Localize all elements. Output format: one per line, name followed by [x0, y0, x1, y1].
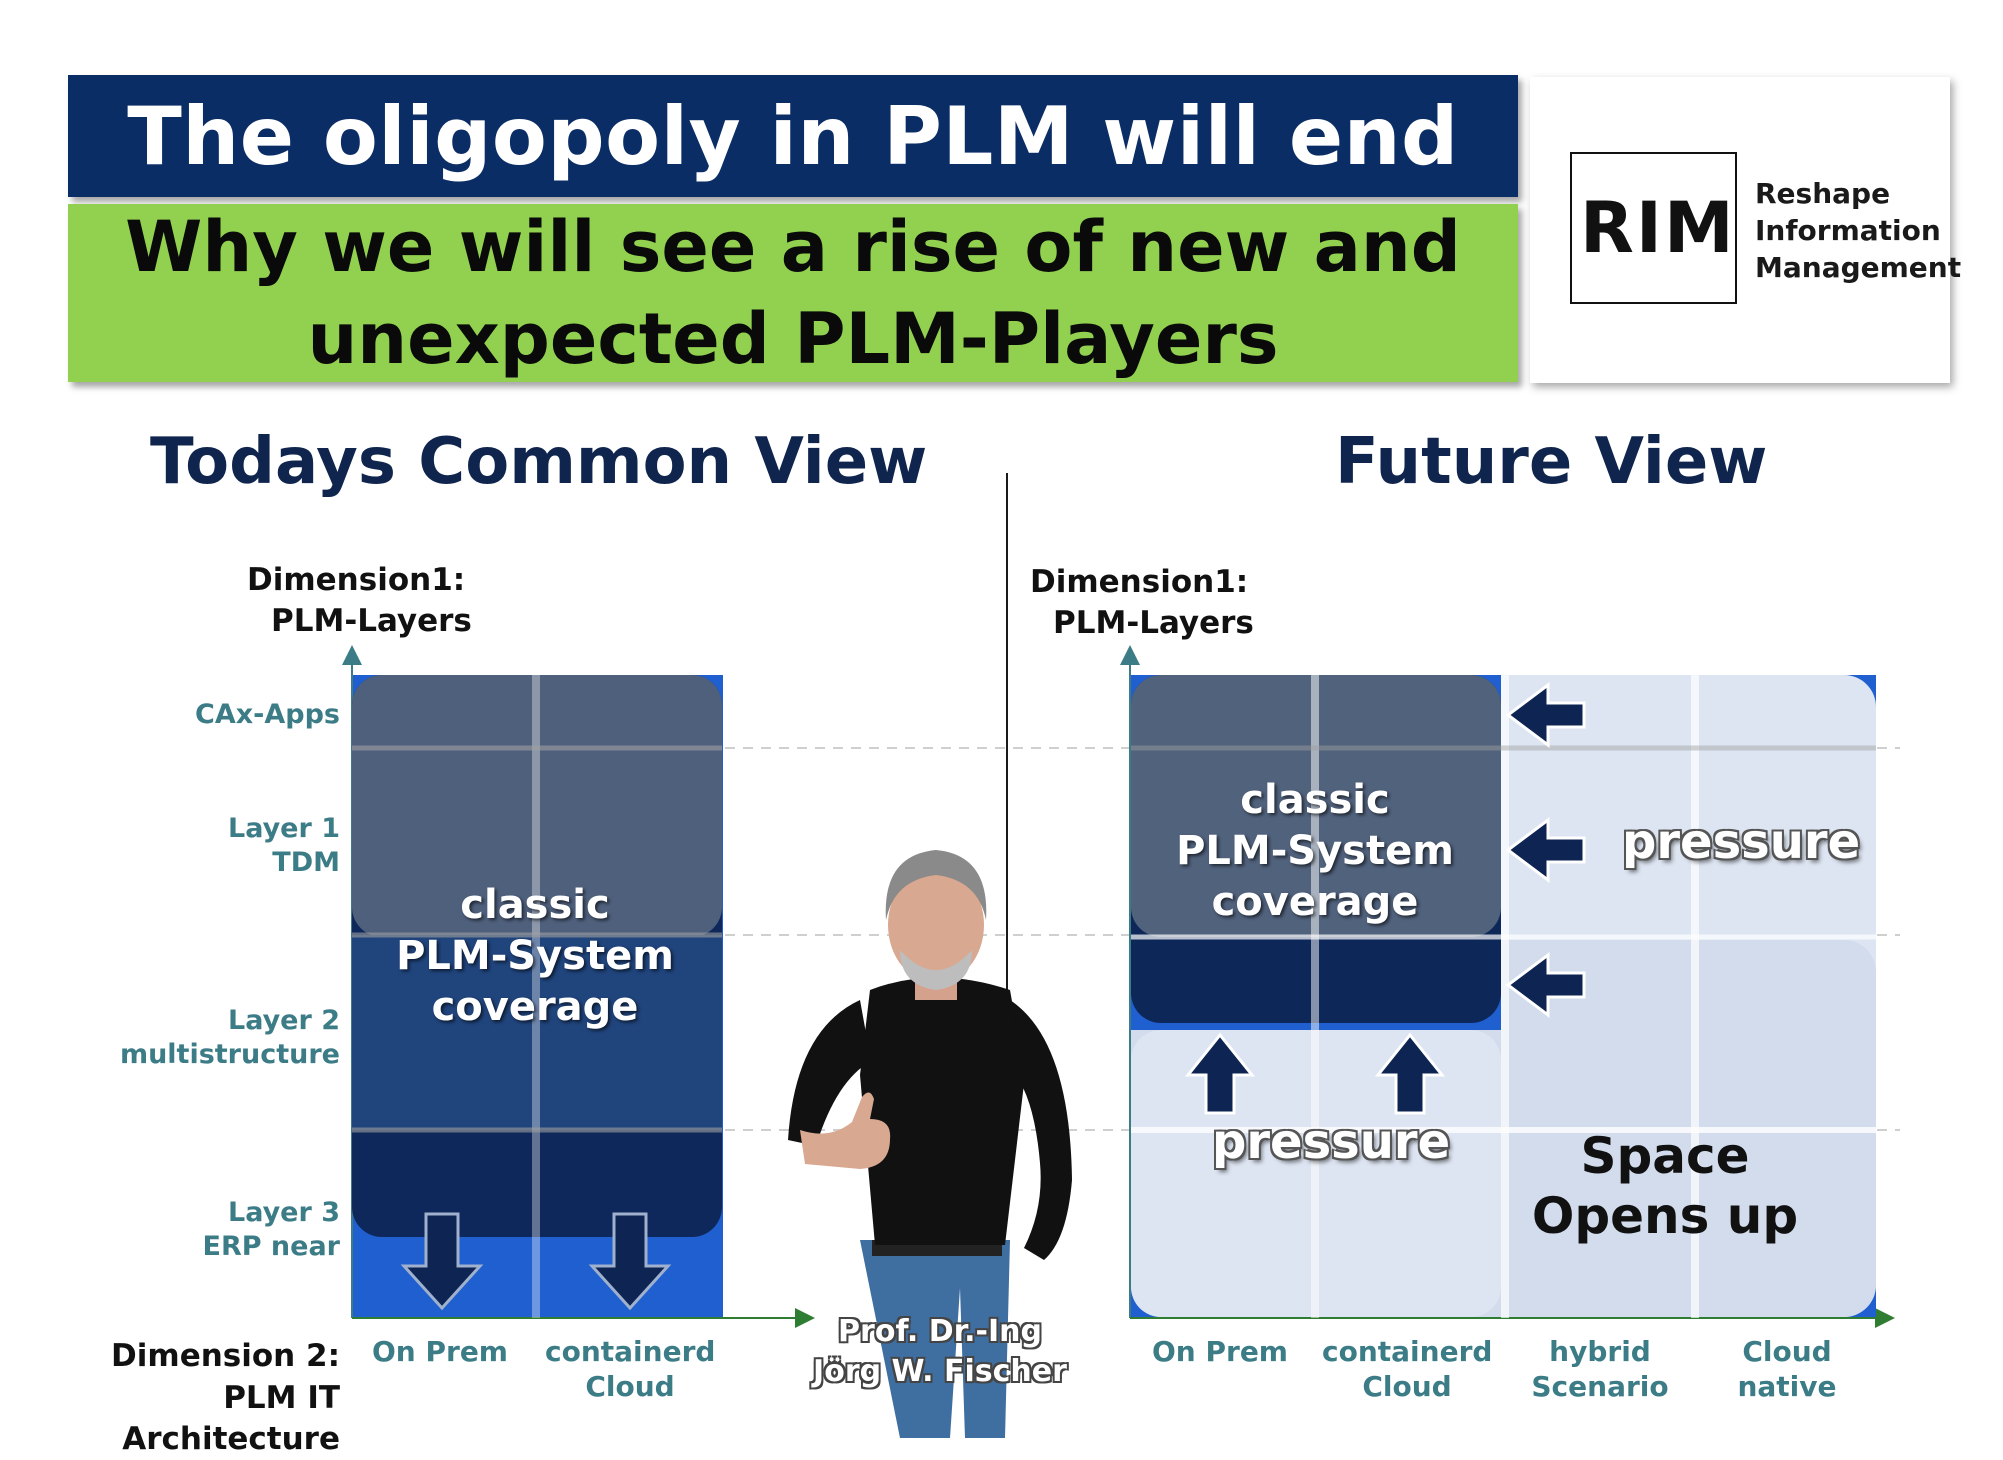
left-x-axis-title-1: Dimension 2:	[111, 1338, 340, 1374]
left-coverage-upper	[352, 675, 722, 937]
left-section-title: Todays Common View	[150, 425, 928, 499]
up-arrow-icon	[1184, 1032, 1256, 1115]
pressure-label-right: pressure	[1622, 814, 1861, 870]
space-label-1: Space	[1580, 1127, 1750, 1185]
person-beard	[900, 950, 972, 990]
left-coverage-label-1: classic	[460, 882, 610, 928]
right-x-label-onprem: On Prem	[1152, 1335, 1288, 1368]
left-y-axis-title-2: PLM-Layers	[271, 603, 472, 639]
logo-line-3: Management	[1755, 251, 1962, 284]
layer-label-1a: Layer 1	[227, 813, 340, 844]
person-shirt	[860, 977, 1025, 1245]
right-x-label-containerd: containerd	[1322, 1335, 1493, 1368]
subtitle-line-1: Why we will see a rise of new and	[125, 206, 1461, 288]
right-coverage-label-3: coverage	[1211, 879, 1419, 925]
left-coverage-label-3: coverage	[431, 984, 639, 1030]
left-coverage-label-2: PLM-System	[396, 933, 674, 979]
space-label-2: Opens up	[1531, 1187, 1799, 1245]
up-arrow-icon	[1374, 1032, 1446, 1115]
layer-label-2b: multistructure	[119, 1039, 340, 1070]
right-coverage-label-1: classic	[1240, 777, 1390, 823]
right-x-label-native: native	[1737, 1370, 1837, 1403]
person-jeans	[860, 1240, 1010, 1438]
pressure-label-bottom: pressure	[1212, 1114, 1451, 1170]
person-hair	[885, 850, 987, 920]
left-diagram	[342, 645, 1900, 1328]
right-y-axis-title-1: Dimension1:	[1030, 564, 1249, 600]
person-photo	[788, 850, 1072, 1438]
left-x-axis-title-2: PLM IT Architecture	[122, 1380, 340, 1457]
left-x-label-cloud: Cloud	[585, 1370, 675, 1403]
logo-mark: RIM	[1580, 187, 1736, 269]
subtitle-banner: Why we will see a rise of new and unexpe…	[68, 204, 1518, 382]
logo-line-1: Reshape	[1755, 177, 1891, 210]
layer-label-3b: ERP near	[202, 1231, 341, 1262]
right-section-title: Future View	[1335, 425, 1768, 499]
logo-frame	[1570, 152, 1737, 304]
left-arrow-icon	[1505, 817, 1586, 883]
right-y-axis-title-2: PLM-Layers	[1053, 605, 1254, 641]
person-name-line-1: Prof. Dr.-Ing	[838, 1314, 1042, 1349]
left-arrow-icon	[1505, 952, 1586, 1018]
left-arrow-icon	[1505, 682, 1586, 748]
person-thumb-hand	[800, 1092, 891, 1169]
right-x-label-cloud-2: Cloud	[1742, 1335, 1832, 1368]
layer-label-1b: TDM	[272, 847, 340, 878]
page-title: The oligopoly in PLM will end	[127, 89, 1459, 183]
left-x-label-containerd: containerd	[545, 1335, 716, 1368]
rim-logo: RIM Reshape Information Management	[1530, 77, 1961, 383]
layer-label-2a: Layer 2	[227, 1005, 340, 1036]
down-arrow-icon	[400, 1212, 484, 1311]
left-x-label-onprem: On Prem	[372, 1335, 508, 1368]
person-left-arm	[788, 1000, 871, 1146]
logo-frame-corner	[1570, 152, 1737, 304]
title-banner: The oligopoly in PLM will end	[68, 75, 1518, 197]
layer-label-cax: CAx-Apps	[195, 699, 340, 730]
view-divider	[1006, 473, 1008, 1013]
down-arrow-icon	[588, 1212, 672, 1311]
person-face	[888, 867, 984, 983]
left-coverage-middle	[352, 935, 722, 1130]
logo-line-2: Information	[1755, 214, 1941, 247]
right-coverage-label-2: PLM-System	[1176, 828, 1454, 874]
left-y-axis-title-1: Dimension1:	[247, 562, 466, 598]
right-x-label-hybrid: hybrid	[1549, 1335, 1651, 1368]
right-diagram	[1120, 645, 1895, 1328]
person-right-arm	[1010, 1000, 1072, 1260]
right-x-label-cloud: Cloud	[1362, 1370, 1452, 1403]
subtitle-line-2: unexpected PLM-Players	[307, 298, 1279, 380]
layer-label-3a: Layer 3	[227, 1197, 340, 1228]
person-name-line-2: Jörg W. Fischer	[813, 1354, 1067, 1389]
right-x-label-scenario: Scenario	[1531, 1370, 1669, 1403]
